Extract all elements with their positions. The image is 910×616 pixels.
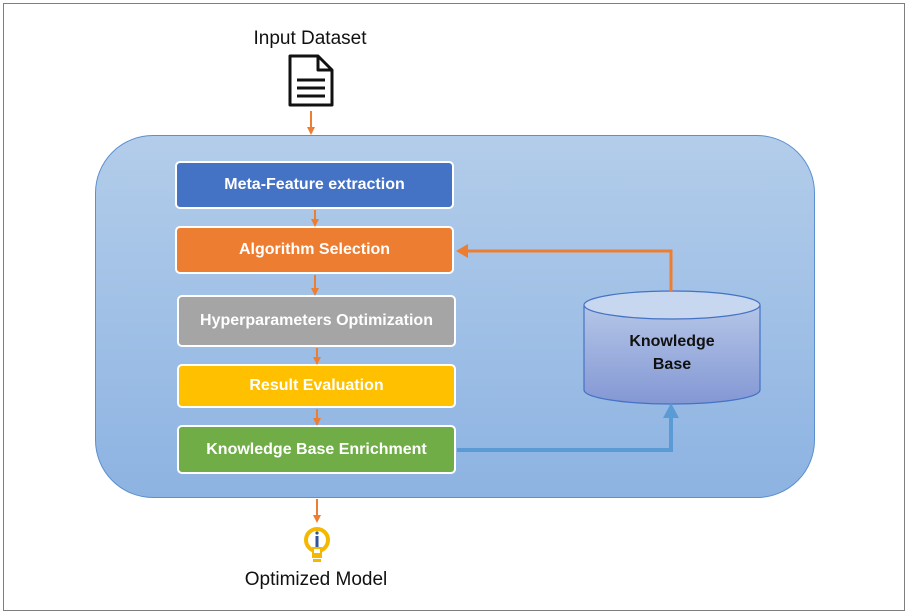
input-dataset-label: Input Dataset: [253, 28, 367, 49]
document-icon: [288, 54, 334, 107]
knowledge-base-line2: Base: [652, 356, 692, 373]
step-result-evaluation: Result Evaluation: [177, 364, 456, 408]
enrichment-arrow-to-knowledge-base: [457, 415, 673, 452]
step-knowledge-base-enrichment: Knowledge Base Enrichment: [177, 425, 456, 474]
knowledge-base-line1: Knowledge: [629, 333, 715, 350]
optimized-model-label: Optimized Model: [244, 569, 388, 590]
step-algorithm-selection: Algorithm Selection: [175, 226, 454, 274]
knowledge-base-label: Knowledge Base: [584, 330, 760, 376]
diagram-frame: [3, 3, 905, 611]
feedback-arrowhead-orange: [456, 244, 468, 258]
step-hyperparameters-optimization: Hyperparameters Optimization: [177, 295, 456, 347]
enrichment-arrowhead-blue: [663, 403, 679, 418]
feedback-arrow-to-algorithm-selection: [466, 249, 673, 292]
lightbulb-icon: [304, 527, 330, 562]
step-meta-feature-extraction: Meta-Feature extraction: [175, 161, 454, 209]
